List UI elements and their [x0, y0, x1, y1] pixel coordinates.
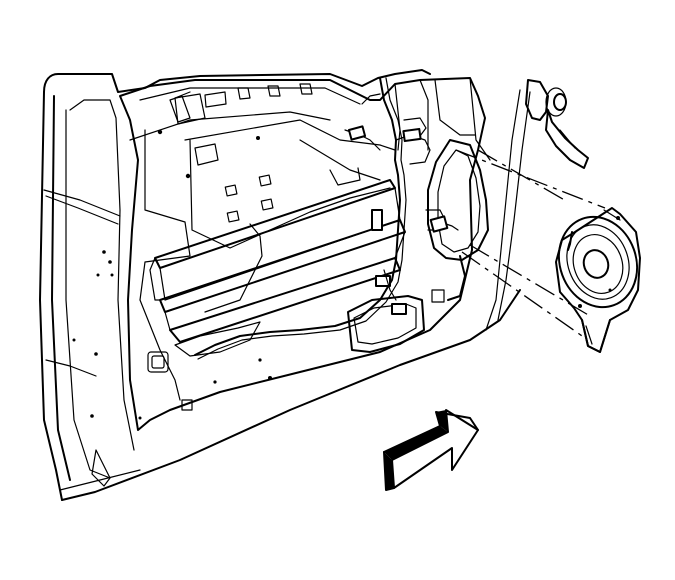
speaker [555, 207, 641, 353]
door-inner-panel [119, 77, 491, 431]
wiring-harness [194, 77, 446, 360]
leader-lines [455, 149, 606, 339]
direction-arrow [383, 409, 479, 491]
door-frame [39, 69, 521, 501]
panel-holes [72, 129, 445, 420]
upper-right-bracket [485, 79, 589, 331]
speaker-mount-opening [427, 139, 489, 301]
